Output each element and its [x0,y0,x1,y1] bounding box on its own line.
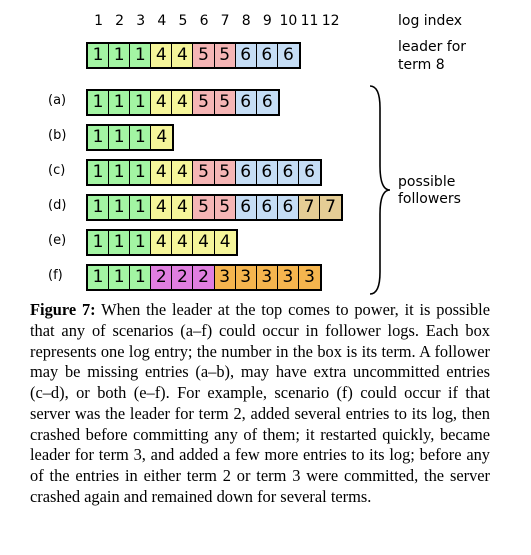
log-entry: 4 [151,231,173,254]
log-entry: 4 [172,44,194,67]
log-entry: 1 [109,161,131,184]
log-entry: 3 [298,266,321,289]
log-entry: 5 [214,196,236,219]
figure-caption-text: When the leader at the top comes to powe… [30,300,490,506]
follower-label: (e) [48,233,67,248]
log-entry: 2 [151,266,173,289]
log-index-number: 6 [199,13,209,29]
leader-label-line1: leader for [398,39,467,55]
log-entry: 4 [151,91,173,114]
log-entry: 1 [109,44,131,67]
follower-label: (f) [48,268,63,283]
log-index-number: 12 [321,13,340,29]
log-entry: 5 [193,44,215,67]
log-entry: 1 [109,91,131,114]
log-index-number: 1 [94,13,103,29]
log-entry: 4 [172,231,194,254]
log-entry: 5 [193,161,215,184]
log-entry: 3 [235,266,257,289]
log-index-number: 10 [279,13,298,29]
log-entry: 3 [277,266,299,289]
possible-followers-line2: followers [398,191,461,207]
log-entry: 1 [88,231,110,254]
log-entry: 4 [151,126,173,149]
log-entry: 1 [130,231,152,254]
log-entry: 4 [193,231,215,254]
log-entry: 1 [109,126,131,149]
followers-brace [369,85,391,295]
log-entry: 2 [172,266,194,289]
log-entry: 2 [193,266,215,289]
log-index-number: 7 [220,13,230,29]
log-entry: 6 [235,196,257,219]
follower-label: (a) [48,93,67,108]
log-entry: 1 [130,196,152,219]
leader-label-line2: term 8 [398,57,445,73]
log-entry: 4 [214,231,236,254]
log-entry: 4 [151,196,173,219]
log-entry: 4 [172,196,194,219]
figure-caption-label: Figure 7: [30,300,96,319]
log-entry: 1 [130,91,152,114]
log-index-number: 8 [241,13,251,29]
log-entry: 1 [130,126,152,149]
log-index-number: 5 [178,13,188,29]
log-entry: 4 [151,161,173,184]
log-entry: 5 [193,91,215,114]
log-index-label: log index [398,13,463,29]
log-entry: 5 [214,44,236,67]
follower-label: (c) [48,163,66,178]
log-entry: 1 [88,161,110,184]
log-entry: 1 [88,266,110,289]
log-entry: 5 [193,196,215,219]
log-entry: 1 [130,44,152,67]
log-entry: 6 [277,44,299,67]
log-entry: 6 [256,91,278,114]
log-entry: 1 [88,91,110,114]
log-entry: 6 [256,196,278,219]
possible-followers-line1: possible [398,174,456,190]
log-entry: 1 [130,266,152,289]
log-entry: 7 [320,196,342,219]
log-entry: 1 [88,196,110,219]
log-index-number: 11 [300,13,319,29]
log-entry: 4 [172,161,194,184]
log-entry: 6 [235,44,257,67]
log-entry: 6 [277,161,299,184]
log-index-number: 9 [262,13,272,29]
log-entry: 6 [256,44,278,67]
log-entry: 1 [88,44,110,67]
log-index-number: 4 [157,13,167,29]
log-index-number: 2 [115,13,125,29]
log-entry: 6 [298,161,321,184]
log-entry: 1 [88,126,110,149]
log-entry: 4 [172,91,194,114]
log-entry: 1 [109,231,131,254]
log-entry: 4 [151,44,173,67]
log-entry: 6 [277,196,299,219]
log-entry: 1 [130,161,152,184]
follower-label: (d) [48,198,67,213]
follower-label: (b) [48,128,67,143]
log-entry: 3 [214,266,236,289]
log-entry: 6 [235,91,257,114]
log-index-number: 3 [136,13,146,29]
log-entry: 5 [214,91,236,114]
figure-caption: Figure 7: When the leader at the top com… [30,300,490,508]
log-entry: 5 [214,161,236,184]
log-entry: 6 [256,161,278,184]
log-entry: 1 [109,266,131,289]
log-entry: 1 [109,196,131,219]
log-entry: 3 [256,266,278,289]
log-entry: 7 [298,196,321,219]
log-entry: 6 [235,161,257,184]
